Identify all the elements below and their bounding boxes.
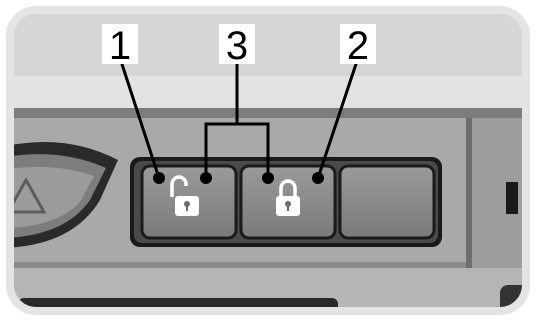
lower-recess [18, 298, 338, 311]
figure-frame [6, 6, 530, 315]
lock-button[interactable] [239, 164, 337, 240]
callout-2: 2 [340, 24, 376, 68]
lock-padlock-icon [276, 179, 300, 216]
blank-button[interactable] [338, 164, 436, 240]
callout-number-2: 2 [347, 24, 369, 68]
hazard-triangle-icon [10, 176, 47, 214]
callout-1: 1 [102, 24, 138, 68]
callout-number-1: 1 [109, 24, 131, 68]
unlock-button[interactable] [140, 164, 238, 240]
callout-3: 3 [219, 24, 255, 68]
right-panel-edge [466, 118, 526, 311]
callout-number-3: 3 [226, 24, 248, 68]
callout-leader-lines [118, 57, 360, 179]
door-slot [506, 182, 518, 214]
hazard-switch-bezel [10, 142, 118, 249]
unlock-padlock-icon [170, 175, 199, 216]
